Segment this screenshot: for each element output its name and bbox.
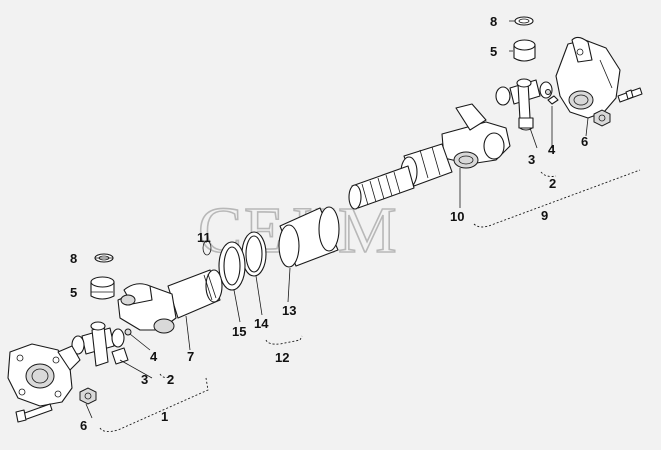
bearing-cup-top <box>513 39 536 62</box>
callout-8-top: 8 <box>490 14 497 29</box>
callout-1: 1 <box>161 409 168 424</box>
flange-yoke-left <box>7 343 81 407</box>
callout-15: 15 <box>232 324 246 339</box>
callout-9: 9 <box>541 208 548 223</box>
callout-5-top: 5 <box>490 44 497 59</box>
shaft-tube-boot <box>278 206 340 268</box>
nut-left <box>79 387 97 405</box>
callout-5-left: 5 <box>70 285 77 300</box>
universal-joint-cross-left <box>71 321 132 367</box>
universal-joint-cross-top <box>495 78 553 131</box>
bolt-top <box>617 87 643 103</box>
callout-7: 7 <box>187 349 194 364</box>
nut-top <box>593 109 611 127</box>
callout-12: 12 <box>275 350 289 365</box>
flange-yoke-top <box>555 36 621 119</box>
washer-top <box>514 16 534 26</box>
bearing-cup-left <box>90 276 115 300</box>
callout-11: 11 <box>197 230 211 245</box>
callout-14: 14 <box>254 316 269 331</box>
callout-2-left: 2 <box>167 372 174 387</box>
tube-yoke <box>117 269 223 334</box>
grease-fitting-top <box>547 95 559 105</box>
callout-3-top: 3 <box>528 152 535 167</box>
callout-4-left: 4 <box>150 349 158 364</box>
seal-ring-15 <box>218 241 246 291</box>
callout-3-left: 3 <box>141 372 148 387</box>
callout-6-left: 6 <box>80 418 87 433</box>
seal-ring-14 <box>241 231 267 277</box>
snap-ring-11 <box>202 240 212 256</box>
bolt-left <box>15 403 53 423</box>
callout-2-top: 2 <box>549 176 556 191</box>
callout-13: 13 <box>282 303 296 318</box>
callout-10: 10 <box>450 209 464 224</box>
callout-6-top: 6 <box>581 134 588 149</box>
callout-4-top: 4 <box>548 142 556 157</box>
slip-yoke-assembly <box>348 103 511 210</box>
callout-8-left: 8 <box>70 251 77 266</box>
